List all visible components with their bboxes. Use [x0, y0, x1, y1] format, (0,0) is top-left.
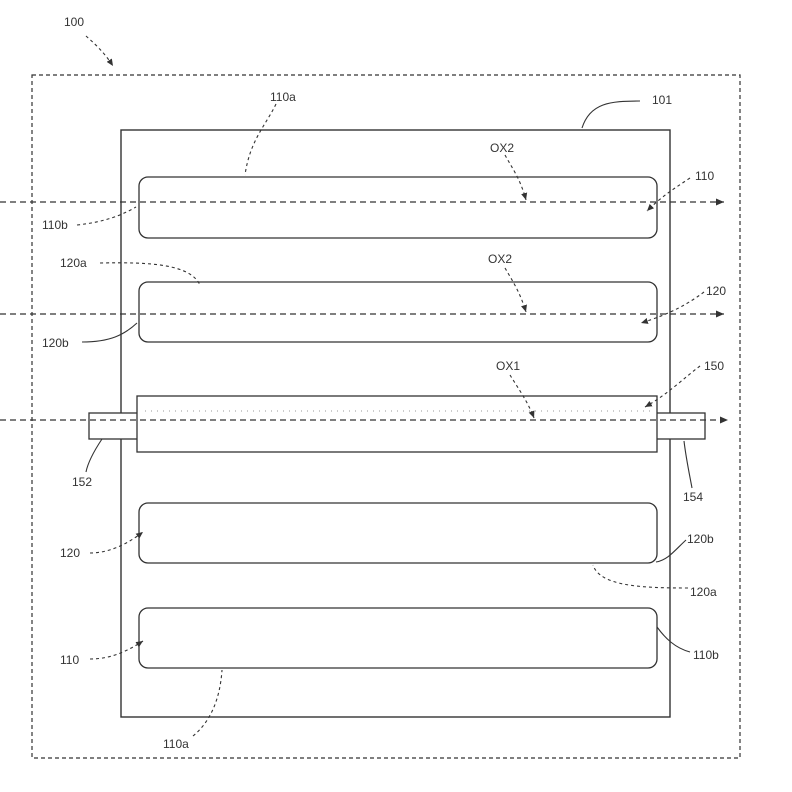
label-110-bottom: 110 [60, 653, 79, 667]
label-120-top: 120 [706, 284, 726, 298]
label-110b-bottom: 110b [693, 648, 719, 662]
shaft-end-154 [655, 413, 705, 439]
leader-101 [582, 101, 640, 128]
label-152: 152 [72, 475, 92, 489]
leader-100 [86, 36, 113, 66]
leader-152 [86, 439, 102, 472]
label-120a-top: 120a [60, 256, 87, 270]
element-110-bottom [139, 608, 657, 668]
label-120a-bottom: 120a [690, 585, 717, 599]
label-ox2-top: OX2 [490, 141, 514, 155]
label-150: 150 [704, 359, 724, 373]
element-150 [137, 396, 657, 452]
element-110-top [139, 177, 657, 238]
label-100: 100 [64, 15, 84, 29]
shaft-end-152 [89, 413, 141, 439]
label-110-top: 110 [695, 169, 714, 183]
label-120b-top: 120b [42, 336, 69, 350]
label-ox1: OX1 [496, 359, 520, 373]
label-ox2-middle: OX2 [488, 252, 512, 266]
label-110b-top: 110b [42, 218, 68, 232]
label-110a-top: 110a [270, 90, 296, 104]
label-101: 101 [652, 93, 672, 107]
label-110a-bottom: 110a [163, 737, 189, 751]
label-120-bottom: 120 [60, 546, 80, 560]
label-120b-bottom: 120b [687, 532, 714, 546]
leader-154 [684, 441, 692, 488]
element-120-top [139, 282, 657, 342]
label-154: 154 [683, 490, 703, 504]
element-120-bottom [139, 503, 657, 563]
